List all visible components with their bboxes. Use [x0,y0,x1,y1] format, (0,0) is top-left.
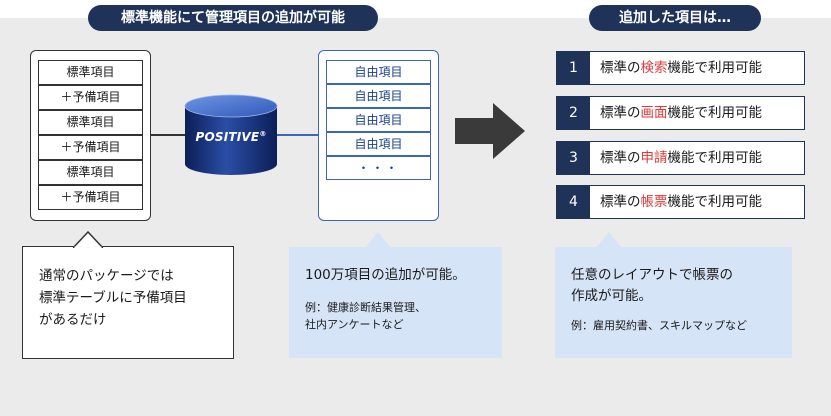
standard-item-row: 標準項目 [38,60,143,85]
reserve-item-row: ＋予備項目 [38,135,143,160]
database-name: POSITIVE [195,130,260,144]
free-item-row: 自由項目 [326,132,431,156]
free-item-row: 自由項目 [326,84,431,108]
standard-item-row: 標準項目 [38,160,143,185]
result-number: 1 [557,52,590,84]
reserve-item-row: ＋予備項目 [38,85,143,110]
right-arrow-icon [455,103,525,159]
database-cylinder-icon [184,94,278,175]
result-number: 2 [557,97,590,129]
result-item-screen: 2 標準の画面機能で利用可能 [556,96,805,130]
callout-line: 通常のパッケージでは [39,268,174,284]
standard-item-row: 標準項目 [38,110,143,135]
result-prefix: 標準の [600,194,641,210]
result-suffix: 機能で利用可能 [667,60,763,76]
result-suffix: 機能で利用可能 [667,105,763,121]
callout-line: があるだけ [39,312,107,328]
callout-example-text: 例：健康診断結果管理、 社内アンケートなど [305,299,426,333]
callout-line: 例：健康診断結果管理、 [305,301,426,314]
callout-pointer [73,231,103,248]
callout-line: 社内アンケートなど [305,318,404,331]
result-text: 標準の検索機能で利用可能 [600,52,762,84]
callout-line: 作成が可能。 [571,288,652,304]
callout-example-text: 例：雇用契約書、スキルマップなど [571,319,747,332]
result-prefix: 標準の [600,60,641,76]
item-capacity-callout: 100万項目の追加が可能。 例：健康診断結果管理、 社内アンケートなど [289,232,502,358]
standard-table-card: 標準項目 ＋予備項目 標準項目 ＋予備項目 標準項目 ＋予備項目 [30,50,151,221]
callout-pointer [365,232,391,248]
result-item-form: 4 標準の帳票機能で利用可能 [556,185,805,219]
connector-line-left [151,134,185,136]
result-highlight: 申請 [640,150,668,166]
result-prefix: 標準の [600,150,641,166]
callout-main-text: 100万項目の追加が可能。 [305,267,466,283]
connector-line-right [276,134,318,136]
callout-line: 標準テーブルに予備項目 [39,290,187,306]
result-item-application: 3 標準の申請機能で利用可能 [556,141,805,175]
callout-main-text: 任意のレイアウトで帳票の 作成が可能。 [571,265,733,307]
result-text: 標準の帳票機能で利用可能 [600,186,762,218]
result-number: 4 [557,186,590,218]
form-layout-callout: 任意のレイアウトで帳票の 作成が可能。 例：雇用契約書、スキルマップなど [555,232,792,358]
result-suffix: 機能で利用可能 [667,194,763,210]
right-section-title: 追加した項目は… [589,5,761,31]
package-comparison-callout: 通常のパッケージでは 標準テーブルに予備項目 があるだけ [22,231,234,359]
registered-mark: ® [259,130,267,138]
left-section-title: 標準機能にて管理項目の追加が可能 [88,5,378,31]
free-items-card: 自由項目 自由項目 自由項目 自由項目 ・・・ [318,50,439,221]
result-highlight: 検索 [640,60,668,76]
result-prefix: 標準の [600,105,641,121]
callout-line: 任意のレイアウトで帳票の [571,267,733,283]
result-number: 3 [557,142,590,174]
result-text: 標準の申請機能で利用可能 [600,142,762,174]
free-item-row: 自由項目 [326,108,431,132]
reserve-item-row: ＋予備項目 [38,185,143,210]
result-highlight: 帳票 [640,194,668,210]
free-item-row: 自由項目 [326,60,431,84]
callout-pointer [596,232,622,248]
result-item-search: 1 標準の検索機能で利用可能 [556,51,805,85]
result-suffix: 機能で利用可能 [667,150,763,166]
database-label: POSITIVE® [184,130,278,144]
result-text: 標準の画面機能で利用可能 [600,97,762,129]
result-highlight: 画面 [640,105,668,121]
callout-text: 通常のパッケージでは 標準テーブルに予備項目 があるだけ [39,265,187,331]
more-items-ellipsis: ・・・ [326,156,431,180]
